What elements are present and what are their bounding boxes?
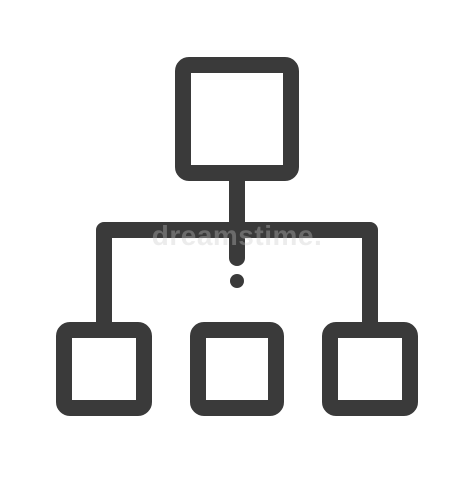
child-node-box-left (56, 322, 152, 416)
branch-line (96, 222, 378, 330)
child-node-box-right (322, 322, 418, 416)
parent-node-box (175, 57, 299, 181)
child-node-box-middle (190, 322, 284, 416)
connector-dot (230, 274, 244, 288)
